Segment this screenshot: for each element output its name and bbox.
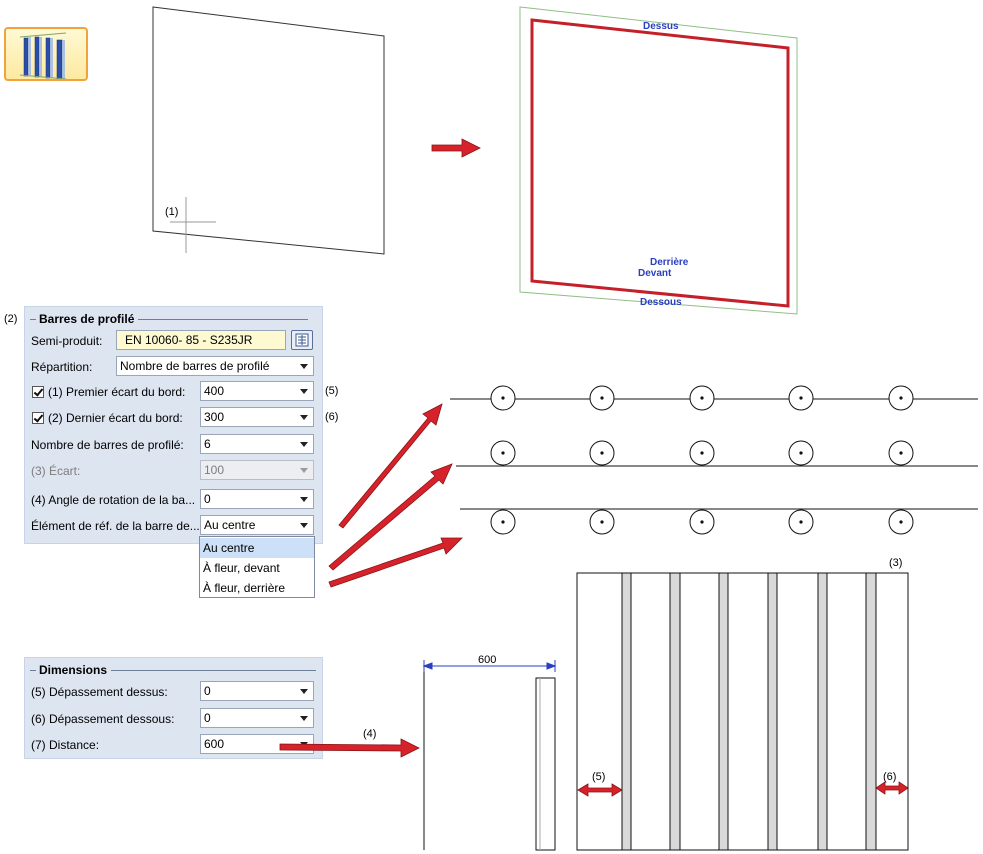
- distance-pointer-arrow-icon: [279, 738, 420, 758]
- callout-6-label: (6): [325, 411, 339, 423]
- callout-6-diagram-label: (6): [883, 771, 897, 783]
- last-gap-select[interactable]: 300: [200, 407, 314, 427]
- profile-bars-title: Barres de profilé: [39, 312, 135, 326]
- chevron-down-icon: [300, 716, 308, 721]
- profile-bars-section-header: Barres de profilé: [30, 312, 309, 326]
- distance-label: (7) Distance:: [31, 738, 100, 752]
- last-gap-label: (2) Dernier écart du bord:: [48, 411, 183, 425]
- green-outline: [519, 6, 798, 315]
- callout-5-diagram-label: (5): [592, 771, 606, 783]
- library-icon: [295, 333, 309, 347]
- dimensions-section-header: Dimensions: [30, 663, 317, 677]
- bar-count-value: 6: [204, 437, 211, 451]
- face-label-bottom: Dessous: [640, 297, 682, 308]
- dropdown-option-flush-front[interactable]: À fleur, devant: [203, 561, 280, 575]
- reference-label: Élément de réf. de la barre de...: [31, 519, 200, 533]
- semi-product-field[interactable]: EN 10060- 85 - S235JR: [116, 330, 286, 350]
- distribution-label: Répartition:: [31, 360, 93, 374]
- face-label-top: Dessus: [643, 21, 679, 32]
- reference-dropdown-list: Au centre À fleur, devant À fleur, derri…: [199, 536, 315, 598]
- semi-product-label: Semi-produit:: [31, 334, 103, 348]
- profile-bars-glyph-icon: [19, 32, 67, 79]
- chevron-down-icon: [300, 415, 308, 420]
- rotation-select[interactable]: 0: [200, 489, 314, 509]
- overhang-bottom-label: (6) Dépassement dessous:: [31, 712, 175, 726]
- reference-select[interactable]: Au centre: [200, 515, 314, 535]
- spacing-value: 100: [204, 463, 225, 477]
- pointer-arrow-center-icon: [338, 403, 443, 529]
- bottom-diagram: [279, 572, 909, 851]
- face-label-front: Devant: [638, 268, 672, 279]
- callout-5-label: (5): [325, 385, 339, 397]
- dropdown-option-center[interactable]: Au centre: [200, 538, 314, 558]
- first-gap-checkbox[interactable]: [32, 386, 44, 398]
- input-plate-outline: [152, 6, 385, 255]
- point-1-label: (1): [165, 206, 179, 218]
- chevron-down-icon: [300, 442, 308, 447]
- profile-bars-tool-icon[interactable]: [4, 27, 88, 81]
- rotation-value: 0: [204, 492, 211, 506]
- chevron-down-icon: [300, 497, 308, 502]
- first-gap-label: (1) Premier écart du bord:: [48, 385, 186, 399]
- distribution-value: Nombre de barres de profilé: [120, 359, 270, 373]
- last-gap-value: 300: [204, 410, 225, 424]
- chevron-down-icon: [300, 523, 308, 528]
- result-plate-outline: [530, 18, 790, 308]
- library-button[interactable]: [291, 330, 313, 350]
- right-elevation-panel: [576, 572, 909, 851]
- overhang-top-arrow-icon: [577, 783, 623, 797]
- top-diagram: [152, 6, 798, 315]
- distance-value: 600: [204, 737, 225, 751]
- chevron-down-icon: [300, 689, 308, 694]
- overhang-top-select[interactable]: 0: [200, 681, 314, 701]
- overhang-top-value: 0: [204, 684, 211, 698]
- overhang-bottom-select[interactable]: 0: [200, 708, 314, 728]
- bar-count-label: Nombre de barres de profilé:: [31, 438, 184, 452]
- first-gap-select[interactable]: 400: [200, 381, 314, 401]
- pointer-arrow-front-icon: [328, 463, 453, 571]
- chevron-down-icon: [300, 364, 308, 369]
- distribution-select[interactable]: Nombre de barres de profilé: [116, 356, 314, 376]
- overhang-bottom-arrow-icon: [875, 781, 909, 795]
- spacing-label: (3) Écart:: [31, 464, 81, 478]
- face-label-back: Derrière: [650, 257, 689, 268]
- bar-reference-diagram: [328, 385, 978, 588]
- chevron-down-icon: [300, 468, 308, 473]
- transform-arrow-icon: [431, 138, 481, 158]
- dropdown-option-flush-back[interactable]: À fleur, derrière: [203, 581, 286, 595]
- overhang-bottom-value: 0: [204, 711, 211, 725]
- spacing-select: 100: [200, 460, 314, 480]
- callout-4-label: (4): [363, 728, 377, 740]
- panel-number-label: (2): [4, 313, 18, 325]
- last-gap-checkbox[interactable]: [32, 412, 44, 424]
- bar-center-dots: [501, 396, 903, 524]
- dimension-line: [422, 660, 557, 672]
- left-elevation-bar: [535, 677, 556, 851]
- dimensions-title: Dimensions: [39, 663, 108, 677]
- chevron-down-icon: [300, 389, 308, 394]
- pointer-arrow-back-icon: [328, 537, 463, 588]
- rotation-label: (4) Angle de rotation de la ba...: [31, 493, 196, 507]
- bar-count-select[interactable]: 6: [200, 434, 314, 454]
- reference-value: Au centre: [204, 518, 256, 532]
- dimension-value-label: 600: [478, 654, 497, 666]
- callout-3-label: (3): [889, 557, 903, 569]
- first-gap-value: 400: [204, 384, 225, 398]
- right-elevation-bars: [621, 572, 877, 851]
- overhang-top-label: (5) Dépassement dessus:: [31, 685, 168, 699]
